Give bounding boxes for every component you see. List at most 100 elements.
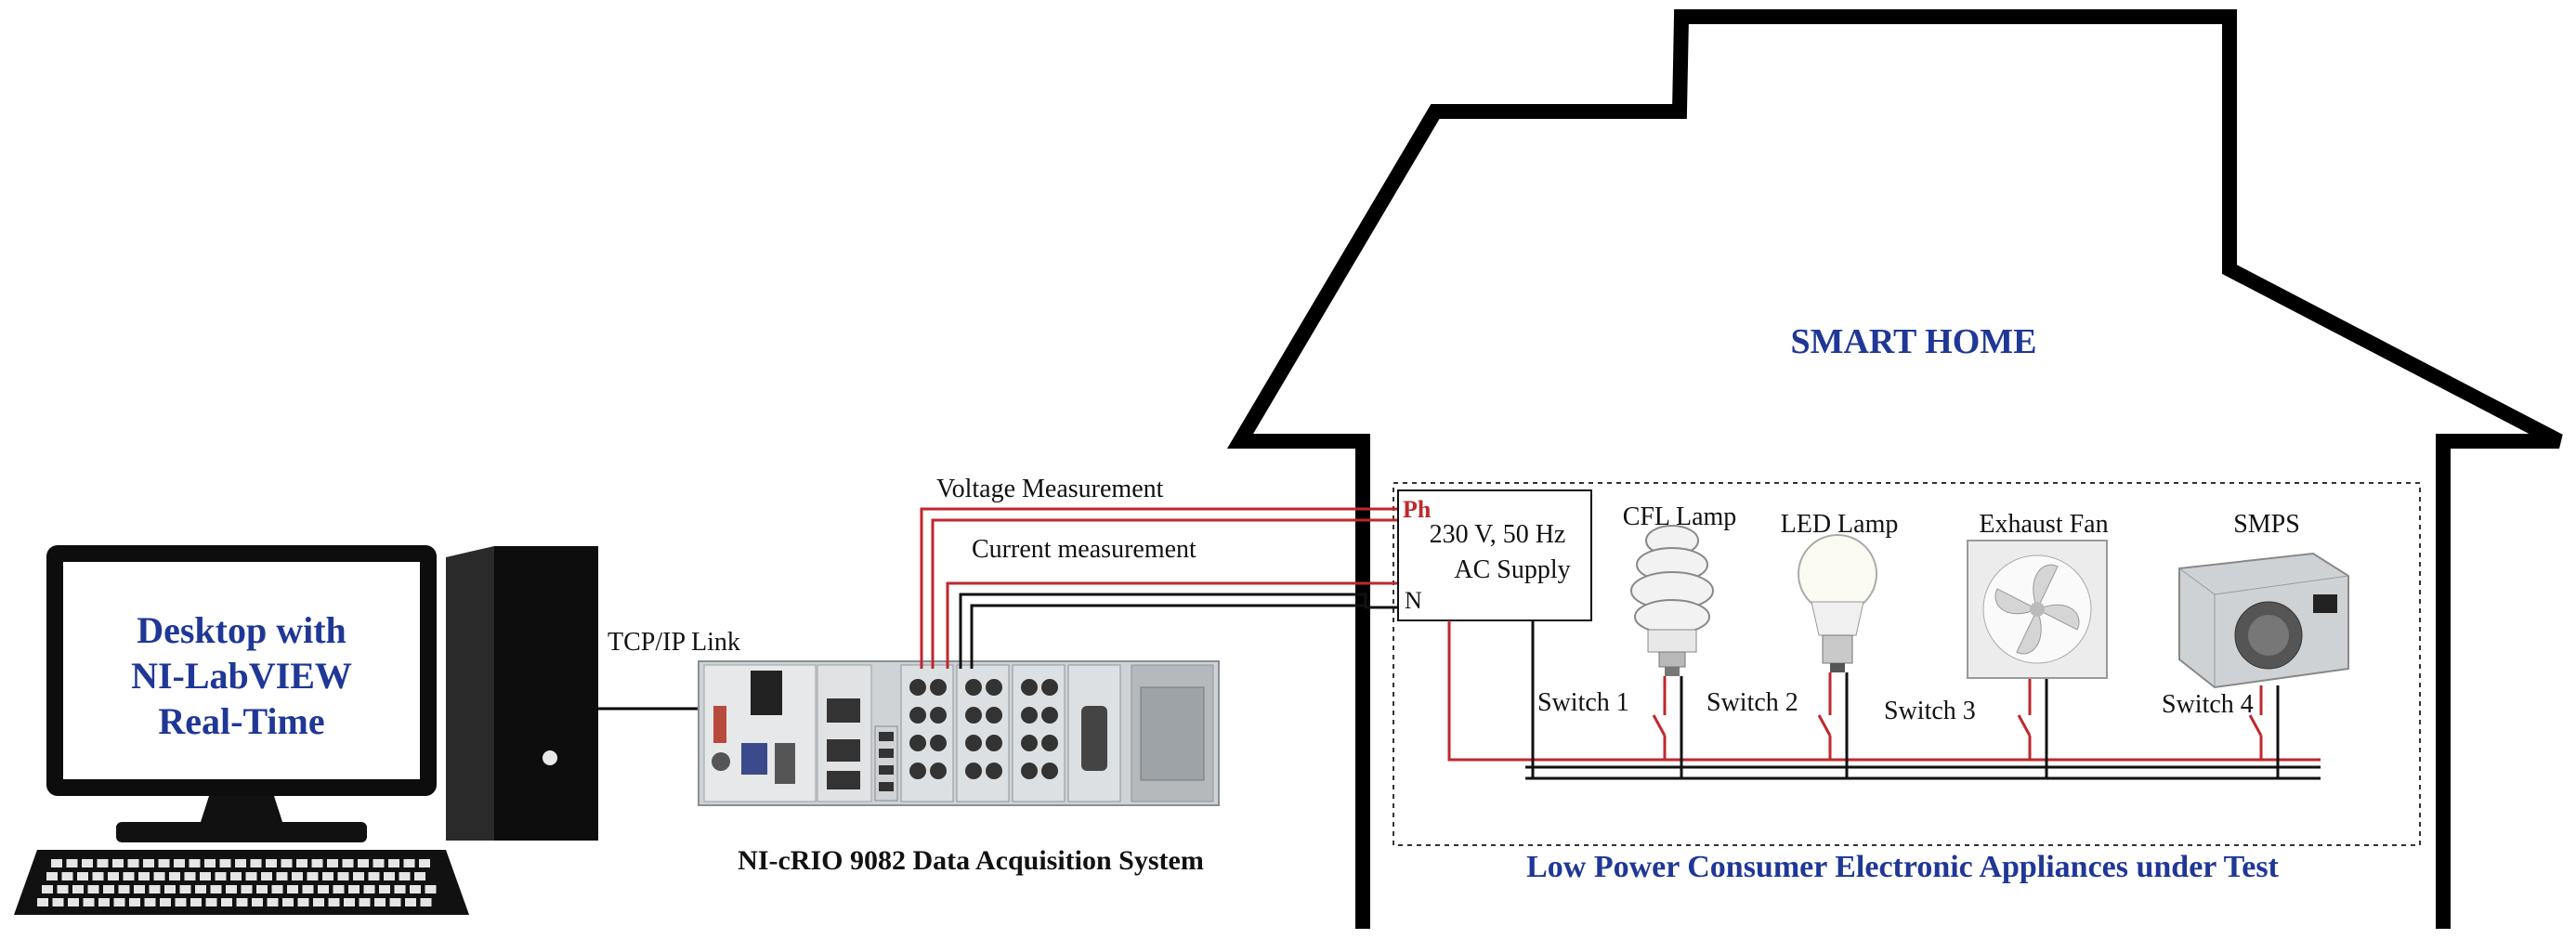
keyboard-key [266,859,277,867]
keyboard-key [98,898,110,906]
keyboard-key [337,872,349,880]
crio-connector [909,707,926,724]
keyboard-keys [37,859,437,906]
keyboard-key [235,859,246,867]
keyboard-key [344,898,355,906]
current-measurement-label: Current measurement [972,535,1196,564]
crio-chassis [698,660,1220,806]
crio-connector [909,735,926,751]
keyboard-key [158,859,170,867]
keyboard-key [379,885,390,893]
voltage-measurement-label: Voltage Measurement [936,475,1164,503]
keyboard-key [72,885,84,893]
keyboard-key [410,885,421,893]
crio-connector [1021,735,1038,751]
keyboard-key [420,898,432,906]
keyboard-key [425,885,437,893]
keyboard-key [226,885,237,893]
crio-connector [1021,679,1038,696]
crio-module [1067,664,1121,802]
keyboard-key [83,898,95,906]
cfl-lamp-label: CFL Lamp [1623,502,1737,531]
crio-connector [965,679,982,696]
keyboard-key [276,872,288,880]
keyboard-key [271,885,283,893]
current-wire-black-2 [970,604,1366,669]
keyboard-key [250,859,262,867]
smps-icon [2178,552,2349,689]
keyboard-key [127,859,139,867]
tcpip-link-label: TCP/IP Link [608,628,740,657]
keyboard-key [297,898,309,906]
house-outline [1226,8,2563,929]
monitor-screen [63,562,420,779]
keyboard-key [68,898,79,906]
keyboard-key [358,859,369,867]
keyboard-key [333,885,345,893]
crio-connector [965,707,982,724]
current-wire-black [959,593,1403,669]
keyboard-key [118,885,130,893]
keyboard-key [296,859,307,867]
keyboard-key [61,872,73,880]
keyboard-key [318,885,329,893]
keyboard-key [204,859,216,867]
keyboard-key [134,885,145,893]
crio-connector [1021,763,1038,779]
switch-2-label: Switch 2 [1706,688,1798,717]
keyboard-key [46,872,58,880]
keyboard-key [405,898,416,906]
crio-modules [900,664,1214,802]
keyboard-key [179,885,191,893]
crio-empty-slot [1140,686,1205,781]
keyboard-key [52,898,64,906]
led-lamp-label: LED Lamp [1781,510,1899,539]
keyboard-key [282,898,294,906]
keyboard-key [363,885,375,893]
keyboard-key [42,885,53,893]
keyboard-key [215,872,227,880]
keyboard-key [87,885,99,893]
keyboard-key [103,885,114,893]
switch-blade [1652,714,1667,737]
keyboard-key [322,872,333,880]
keyboard-key [236,898,248,906]
keyboard-key [189,859,201,867]
switch-blade [2248,714,2263,737]
ac-supply-line1: 230 V, 50 Hz [1430,520,1566,549]
cfl-lamp-icon [1630,525,1714,676]
led-lamp-icon [1798,534,1877,672]
keyboard-key [389,898,401,906]
ac-supply-phase-label: Ph [1403,496,1432,523]
keyboard-key [57,885,69,893]
keyboard-key [149,885,161,893]
keyboard-key [195,885,206,893]
keyboard-key [138,872,150,880]
keyboard-key [190,898,202,906]
keyboard-key [108,872,119,880]
keyboard-key [267,898,279,906]
keyboard-key [112,859,124,867]
desktop-screen-line1: Desktop with [137,609,347,651]
keyboard-key [348,885,360,893]
keyboard-key [342,859,354,867]
keyboard-key [419,859,430,867]
keyboard-key [144,898,156,906]
monitor-base [116,822,367,842]
current-wire-red [946,581,1412,669]
crio-dsub-connector [1081,706,1107,771]
keyboard-key [221,898,232,906]
tower-side [446,546,494,841]
crio-connector [930,679,947,696]
ac-supply-line2: AC Supply [1454,555,1570,584]
crio-connector [986,735,1002,751]
keyboard-key [403,859,415,867]
keyboard-key [287,885,298,893]
keyboard-key [153,872,165,880]
crio-connector [986,707,1002,724]
crio-connector [909,763,926,779]
tower-power-button [543,750,557,765]
switch-blade [1817,714,1832,737]
keyboard-key [302,885,314,893]
